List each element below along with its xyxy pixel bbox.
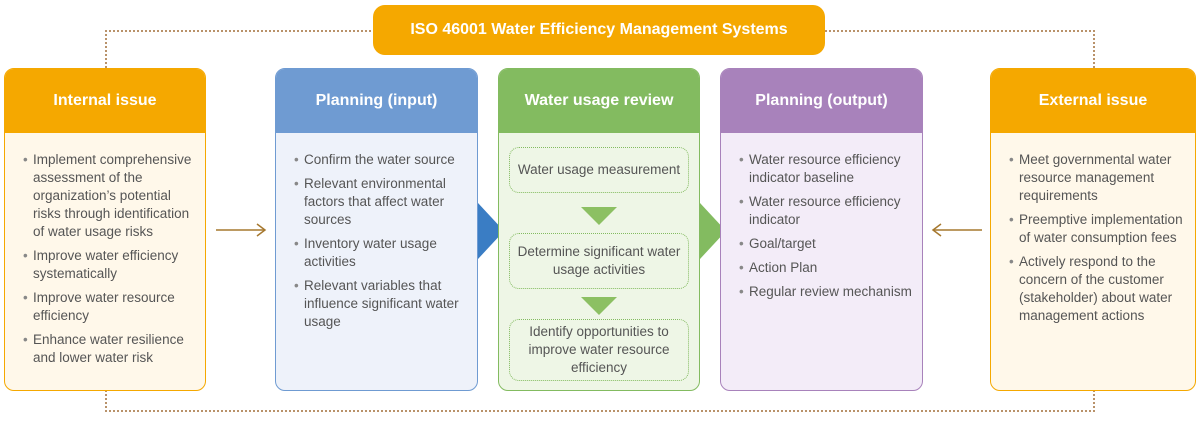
down-triangle-icon [581,207,617,225]
review-step: Identify opportunities to improve water … [509,319,689,381]
list-item: Relevant variables that influence signif… [294,277,467,331]
planning-output-list: Water resource efficiency indicator base… [721,133,922,301]
water-usage-review-card: Water usage review Water usage measureme… [498,68,700,391]
diagram-title: ISO 46001 Water Efficiency Management Sy… [373,5,825,55]
right-arrow-icon [216,223,267,237]
planning-input-card: Planning (input) Confirm the water sourc… [275,68,478,391]
planning-output-card: Planning (output) Water resource efficie… [720,68,923,391]
list-item: Goal/target [739,235,912,253]
list-item: Action Plan [739,259,912,277]
internal-issue-card: Internal issue Implement comprehensive a… [4,68,206,391]
list-item: Inventory water usage activities [294,235,467,271]
list-item: Actively respond to the concern of the c… [1009,253,1185,325]
list-item: Improve water efficiency systematically [23,247,195,283]
external-issue-heading: External issue [991,69,1195,133]
down-triangle-icon [581,297,617,315]
list-item: Implement comprehensive assessment of th… [23,151,195,241]
list-item: Regular review mechanism [739,283,912,301]
list-item: Confirm the water source [294,151,467,169]
list-item: Water resource efficiency indicator base… [739,151,912,187]
list-item: Improve water resource efficiency [23,289,195,325]
planning-input-list: Confirm the water source Relevant enviro… [276,133,477,331]
planning-output-heading: Planning (output) [721,69,922,133]
internal-issue-list: Implement comprehensive assessment of th… [5,133,205,367]
left-arrow-icon [931,223,982,237]
external-issue-list: Meet governmental water resource managem… [991,133,1195,325]
review-step: Determine significant water usage activi… [509,233,689,289]
list-item: Relevant environmental factors that affe… [294,175,467,229]
list-item: Preemptive implementation of water consu… [1009,211,1185,247]
planning-input-heading: Planning (input) [276,69,477,133]
external-issue-card: External issue Meet governmental water r… [990,68,1196,391]
review-step: Water usage measurement [509,147,689,193]
internal-issue-heading: Internal issue [5,69,205,133]
list-item: Meet governmental water resource managem… [1009,151,1185,205]
water-usage-review-heading: Water usage review [499,69,699,133]
list-item: Water resource efficiency indicator [739,193,912,229]
list-item: Enhance water resilience and lower water… [23,331,195,367]
